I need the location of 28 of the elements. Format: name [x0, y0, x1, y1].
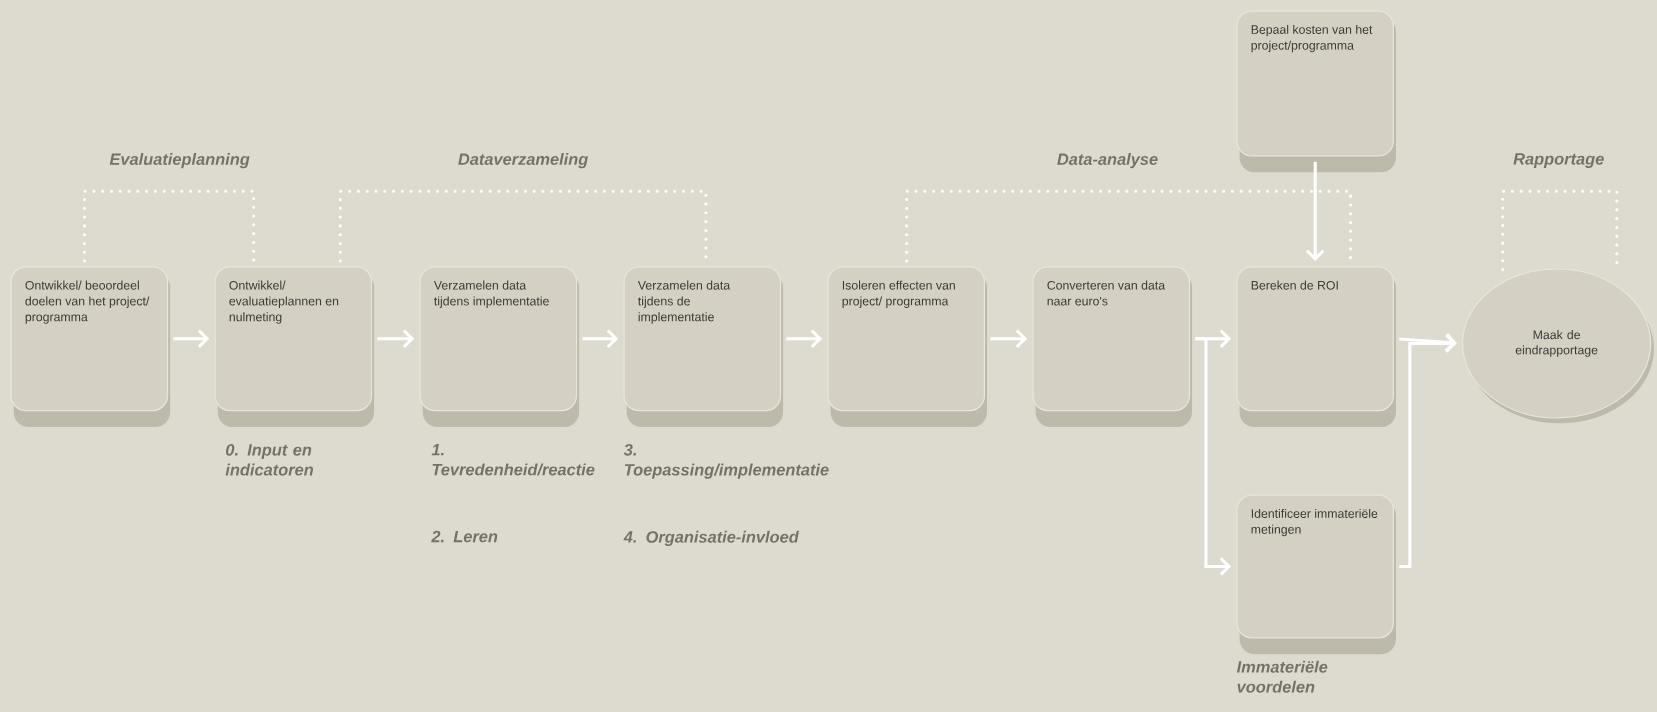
- process-box: Ontwikkel/ beoordeel doelen van het project/ programma: [10, 266, 171, 427]
- process-box: Identificeer immateriële metingen: [1236, 494, 1396, 654]
- process-box: Ontwikkel/ evaluatieplannen en nulmeting: [214, 266, 375, 427]
- arrow: [1195, 337, 1232, 576]
- arrow: [1305, 161, 1325, 261]
- arrow: [990, 329, 1028, 348]
- caption-label: Immateriële voordelen: [1236, 660, 1328, 693]
- phase-heading: Evaluatieplanning: [109, 152, 250, 169]
- level-label: 3. Toepassing/implementatie: [623, 443, 829, 479]
- level-label: 4. Organisatie-invloed: [623, 530, 800, 546]
- level-label: 0. Input en indicatoren: [225, 443, 314, 476]
- process-box: Verzamelen data tijdens de implementatie: [623, 266, 784, 427]
- level-label: 1. Tevredenheid/reactie: [431, 443, 595, 476]
- arrow: [582, 329, 619, 348]
- process-box: Bepaal kosten van het project/programma: [1236, 10, 1396, 173]
- level-label: 2. Leren: [431, 530, 498, 543]
- process-box: Verzamelen data tijdens implementatie: [419, 266, 580, 427]
- arrow: [786, 329, 823, 348]
- phase-heading: Dataverzameling: [458, 152, 588, 169]
- process-box: Converteren van data naar euro's: [1032, 266, 1193, 427]
- arrow: [377, 329, 415, 348]
- process-box: Isoleren effecten van project/ programma: [827, 266, 987, 427]
- arrow: [1399, 334, 1457, 568]
- arrow: [1399, 333, 1457, 352]
- phase-heading: Rapportage: [1513, 153, 1604, 168]
- process-box: Bereken de ROI: [1236, 266, 1396, 427]
- phase-heading: Data-analyse: [1057, 152, 1158, 169]
- arrow: [173, 329, 210, 348]
